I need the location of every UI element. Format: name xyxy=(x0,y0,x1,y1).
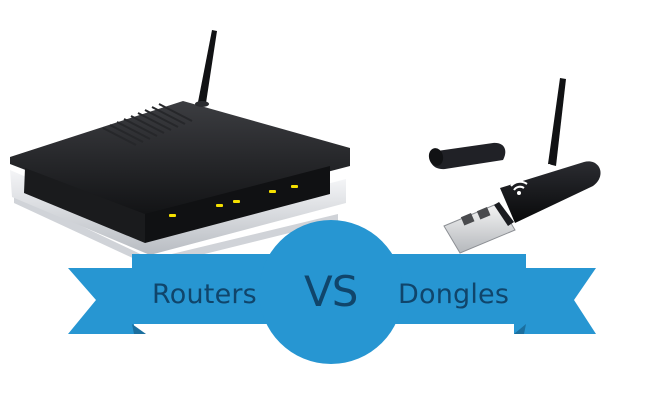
banner-right-fold xyxy=(514,324,526,334)
vs-label: VS xyxy=(304,267,358,316)
dongle-body xyxy=(494,161,601,226)
dongles-label: Dongles xyxy=(398,279,510,310)
dongle-antenna xyxy=(548,78,566,166)
dongle-usb-plug xyxy=(443,202,516,254)
dongle-cap xyxy=(428,142,506,170)
router-side-panel xyxy=(24,168,145,243)
banner-left-tail xyxy=(68,268,134,334)
usb-wifi-dongle-icon xyxy=(428,78,601,254)
banner-ribbon xyxy=(68,220,596,364)
router-vents xyxy=(102,103,193,146)
router-black-panel xyxy=(145,166,330,243)
router-base-shadow xyxy=(14,194,338,267)
router-antenna xyxy=(195,30,217,107)
wireless-router-icon xyxy=(10,30,350,267)
banner-circle xyxy=(259,220,403,364)
routers-label: Routers xyxy=(152,279,257,310)
banner-right-tail xyxy=(514,268,596,334)
wifi-signal-icon xyxy=(510,180,528,195)
router-top-casing xyxy=(10,101,350,218)
banner-left-fold xyxy=(132,324,146,334)
router-led-lights xyxy=(169,185,298,217)
